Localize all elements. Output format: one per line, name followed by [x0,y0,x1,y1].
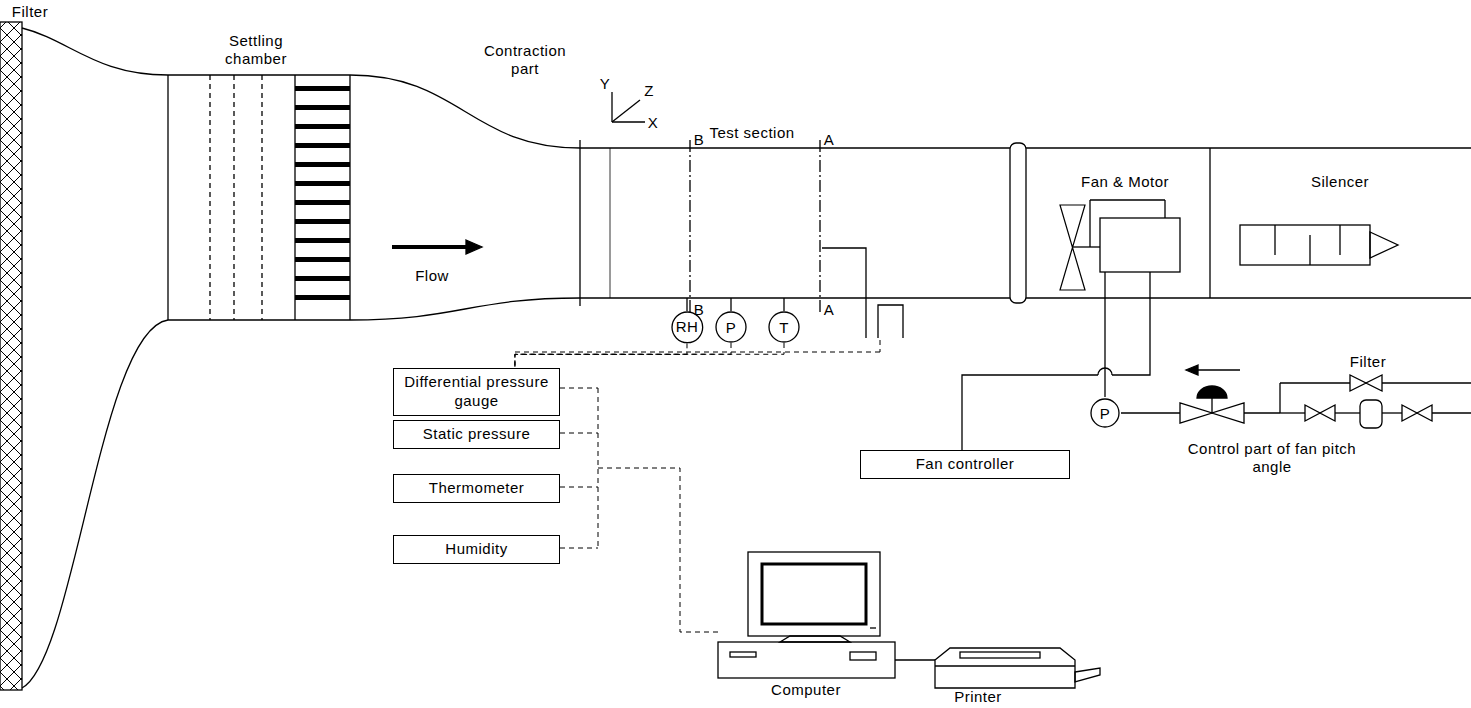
motor [1100,218,1180,272]
section-line [819,140,820,314]
honeycomb-bar [295,276,350,281]
section-label: A [824,131,835,149]
fan-wiring [962,272,1150,450]
device-label: Printer [954,688,1002,706]
sensor-circle: T [768,311,800,343]
node-text: RH [676,318,699,335]
instrument-box: Thermometer [393,474,560,503]
part-name: Silencer [1311,173,1369,191]
part-name: Control part of fan pitch angle [1185,440,1360,476]
section-line [689,140,690,314]
part-name: Settling chamber [211,32,301,68]
part-name: Filter [1350,353,1386,371]
printer [935,648,1100,688]
inlet-wall [22,320,168,688]
fan-section [1010,143,1210,303]
honeycomb-bar [295,257,350,262]
instrument-box: Differential pressure gauge [393,368,560,416]
node-text: T [779,319,789,336]
honeycomb-bar [295,238,350,243]
node-text: Fan controller [869,455,1061,474]
axis-label: X [648,114,659,132]
node-text: Humidity [402,540,551,559]
controller-box: Fan controller [860,450,1070,479]
honeycomb-bar [295,105,350,110]
node-text: Thermometer [402,479,551,498]
honeycomb-bar [295,295,350,300]
silencer [1210,148,1471,298]
node-text: Differential pressure gauge [402,373,551,411]
part-name: Contraction part [475,42,575,78]
sensor-tap [783,298,784,311]
signal-wiring [515,340,880,632]
honeycomb [295,86,350,300]
part-name: Filter [12,3,48,21]
pitch-control-piping [1121,365,1471,428]
section-label: B [694,301,705,319]
contraction-wall [350,75,580,148]
section-label: A [824,301,835,319]
sensor-circle: P [715,311,747,343]
pump-circle: P [1090,398,1120,428]
pitot-probe [822,248,903,338]
part-name: Test section [709,124,794,142]
device-label: Computer [771,681,841,699]
signal-line [515,343,784,368]
axis-label: Y [600,75,611,93]
flow-arrow [392,240,482,254]
part-name: Fan & Motor [1081,173,1169,191]
sensor-tap [686,298,687,311]
node-text: P [1100,405,1111,422]
filter-mesh [0,22,22,690]
section-label: B [694,131,705,149]
honeycomb-bar [295,181,350,186]
axes [612,92,645,122]
honeycomb-bar [295,143,350,148]
signal-line [515,343,687,368]
instrument-box: Static pressure [393,420,560,449]
axis-label: Z [644,82,654,100]
sensor-tap [730,298,731,311]
test-section-duct [580,140,1010,306]
computer [718,552,935,678]
instrument-box: Humidity [393,535,560,564]
honeycomb-bar [295,86,350,91]
honeycomb-bar [295,124,350,129]
contraction-wall [350,298,580,320]
honeycomb-bar [295,200,350,205]
inlet-wall [22,28,168,75]
signal-line [515,343,731,368]
node-text: P [726,319,737,336]
settling-chamber [168,75,350,320]
node-text: Static pressure [402,425,551,444]
honeycomb-bar [295,162,350,167]
flow-label: Flow [415,267,449,285]
honeycomb-bar [295,219,350,224]
